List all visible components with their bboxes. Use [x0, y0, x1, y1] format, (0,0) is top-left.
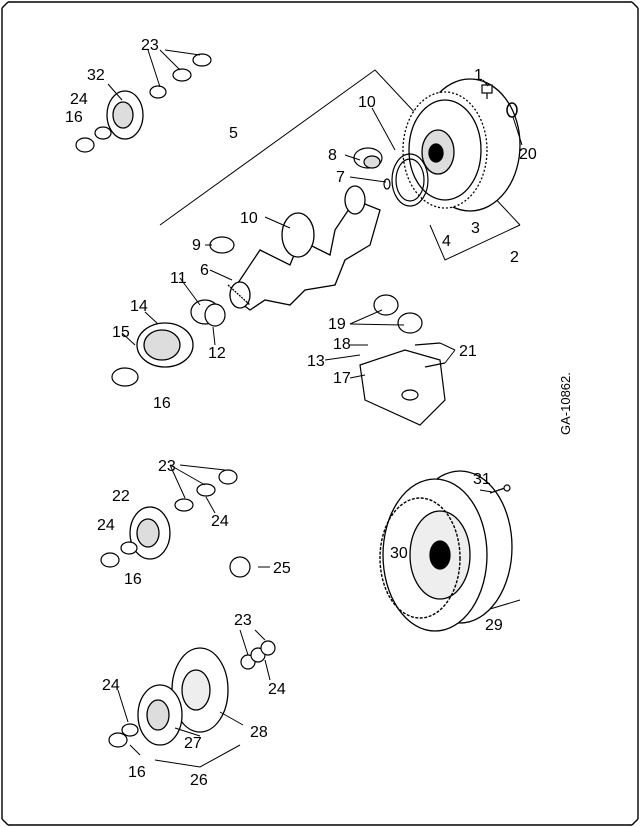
callout-28: 28 [250, 724, 268, 741]
callout-16-lower: 16 [124, 571, 142, 588]
bushings-23-bottom [240, 640, 276, 670]
bolt-31 [489, 484, 511, 494]
ring-gear-30 [379, 497, 461, 619]
callout-8: 8 [328, 147, 337, 164]
bushings-23-top [149, 53, 212, 99]
callout-5: 5 [229, 125, 238, 142]
callout-30: 30 [390, 545, 408, 562]
callout-11: 11 [170, 270, 187, 287]
callout-24-bottom-right: 24 [268, 681, 286, 698]
bushings-23-mid [174, 469, 238, 512]
callout-23-bottom: 23 [234, 612, 252, 629]
callout-16-top: 16 [65, 109, 83, 126]
callout-3: 3 [471, 220, 480, 237]
callout-13: 13 [307, 353, 325, 370]
callout-19: 19 [328, 316, 346, 333]
callout-27: 27 [184, 735, 202, 752]
callout-17: 17 [333, 370, 351, 387]
callout-6: 6 [200, 262, 209, 279]
hub-12 [204, 303, 226, 327]
callout-9: 9 [192, 237, 201, 254]
callout-24-mid-right: 24 [211, 513, 229, 530]
callout-1: 1 [474, 67, 483, 84]
leader-lines [107, 49, 523, 756]
dowels-21 [414, 342, 446, 368]
pulley-32 [106, 90, 144, 140]
pulley-14 [136, 322, 194, 368]
washer-16-top [75, 126, 112, 153]
callout-21: 21 [459, 343, 477, 360]
pulley-22 [129, 506, 171, 560]
callout-2: 2 [510, 249, 519, 266]
flywheel-29 [382, 470, 513, 632]
main-bearing-8 [353, 147, 383, 169]
washer-16-lower [100, 541, 138, 568]
ring-gear-10-top [391, 153, 429, 207]
washer-16-mid [111, 367, 139, 387]
callout-16-bottom: 16 [128, 764, 146, 781]
pin-7 [383, 178, 391, 190]
callout-4: 4 [442, 233, 451, 250]
pump-housing-17 [359, 349, 446, 426]
callout-22: 22 [112, 488, 130, 505]
callout-23-mid: 23 [158, 458, 176, 475]
callout-10-b: 10 [240, 210, 258, 227]
washer-16-bottom [108, 723, 139, 748]
callout-10-a: 10 [358, 94, 376, 111]
crankshaft-6 [227, 185, 381, 311]
callout-14: 14 [130, 298, 148, 315]
callout-29: 29 [485, 617, 503, 634]
bracket-2 [429, 224, 521, 261]
callout-7: 7 [336, 169, 345, 186]
pulley-27 [137, 684, 183, 746]
callout-20: 20 [519, 146, 537, 163]
callout-31: 31 [473, 471, 491, 488]
callout-24-top: 24 [70, 91, 88, 108]
callout-labels: 1 2 3 4 5 6 7 8 9 10 10 11 12 13 14 15 1… [65, 37, 537, 789]
callout-23-top: 23 [141, 37, 159, 54]
callout-15: 15 [112, 324, 130, 341]
flywheel-top [402, 78, 521, 212]
pin-20 [506, 102, 518, 118]
callout-18: 18 [333, 336, 351, 353]
callout-12: 12 [208, 345, 226, 362]
callout-25: 25 [273, 560, 291, 577]
figure-code: GA-10862. [558, 372, 573, 435]
bracket-26 [154, 744, 241, 768]
spacer-25 [229, 556, 251, 578]
callout-24-mid-left: 24 [97, 517, 115, 534]
callout-32: 32 [87, 67, 105, 84]
bearing-9 [209, 236, 235, 254]
callout-16-mid: 16 [153, 395, 171, 412]
gears-19 [373, 294, 423, 334]
callout-24-bottom-left: 24 [102, 677, 120, 694]
callout-26: 26 [190, 772, 208, 789]
